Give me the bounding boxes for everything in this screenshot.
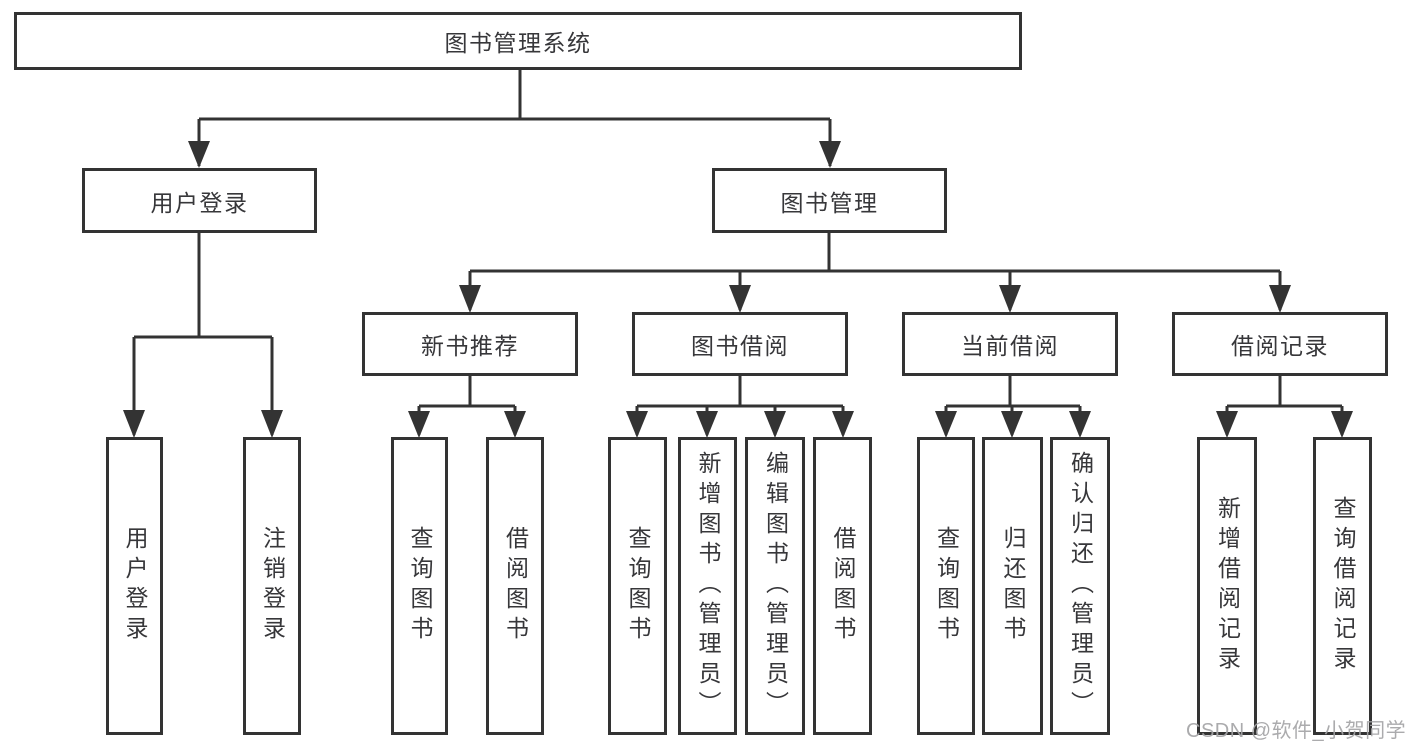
node-root: 图书管理系统 bbox=[14, 12, 1022, 70]
leaf-query-borrow-record-label: 查询借阅记录 bbox=[1330, 496, 1356, 676]
node-borrowing-records: 借阅记录 bbox=[1172, 312, 1388, 376]
node-user-login: 用户登录 bbox=[82, 168, 317, 233]
node-book-borrowing: 图书借阅 bbox=[632, 312, 848, 376]
leaf-borrow-books-recommend: 借阅图书 bbox=[486, 437, 544, 735]
leaf-edit-book-admin-label: 编辑图书（管理员） bbox=[762, 451, 789, 721]
node-current-borrowing: 当前借阅 bbox=[902, 312, 1118, 376]
node-root-label: 图书管理系统 bbox=[444, 30, 592, 56]
leaf-add-borrow-record-label: 新增借阅记录 bbox=[1214, 496, 1241, 676]
leaf-user-login: 用户登录 bbox=[106, 437, 163, 735]
node-book-management-label: 图书管理 bbox=[780, 189, 879, 216]
leaf-query-books-recommend-label: 查询图书 bbox=[407, 526, 433, 646]
leaf-borrow-books: 借阅图书 bbox=[813, 437, 872, 735]
leaf-logout: 注销登录 bbox=[243, 437, 301, 735]
leaf-query-books-recommend: 查询图书 bbox=[391, 437, 448, 735]
node-book-borrowing-label: 图书借阅 bbox=[691, 333, 789, 359]
node-borrowing-records-label: 借阅记录 bbox=[1231, 333, 1329, 359]
leaf-user-login-label: 用户登录 bbox=[122, 526, 148, 646]
node-user-login-label: 用户登录 bbox=[150, 189, 249, 216]
leaf-borrow-books-label: 借阅图书 bbox=[830, 526, 856, 646]
leaf-add-borrow-record: 新增借阅记录 bbox=[1197, 437, 1257, 735]
leaf-query-books-current: 查询图书 bbox=[917, 437, 975, 735]
node-new-book-recommend: 新书推荐 bbox=[362, 312, 578, 376]
node-new-book-recommend-label: 新书推荐 bbox=[421, 333, 519, 359]
leaf-query-books-current-label: 查询图书 bbox=[933, 526, 960, 646]
node-current-borrowing-label: 当前借阅 bbox=[961, 333, 1059, 359]
leaf-confirm-return-admin-label: 确认归还（管理员） bbox=[1067, 451, 1094, 721]
leaf-query-books-borrowing-label: 查询图书 bbox=[625, 526, 651, 646]
leaf-query-borrow-record: 查询借阅记录 bbox=[1313, 437, 1372, 735]
leaf-query-books-borrowing: 查询图书 bbox=[608, 437, 667, 735]
leaf-borrow-books-recommend-label: 借阅图书 bbox=[502, 526, 529, 646]
node-book-management: 图书管理 bbox=[712, 168, 947, 233]
leaf-edit-book-admin: 编辑图书（管理员） bbox=[745, 437, 805, 735]
leaf-confirm-return-admin: 确认归还（管理员） bbox=[1050, 437, 1110, 735]
leaf-add-book-admin-label: 新增图书（管理员） bbox=[695, 451, 721, 721]
leaf-return-books: 归还图书 bbox=[982, 437, 1043, 735]
leaf-return-books-label: 归还图书 bbox=[1000, 526, 1026, 646]
csdn-watermark: CSDN @软件_小贺同学 bbox=[1186, 720, 1405, 742]
leaf-logout-label: 注销登录 bbox=[259, 526, 286, 646]
leaf-add-book-admin: 新增图书（管理员） bbox=[678, 437, 737, 735]
